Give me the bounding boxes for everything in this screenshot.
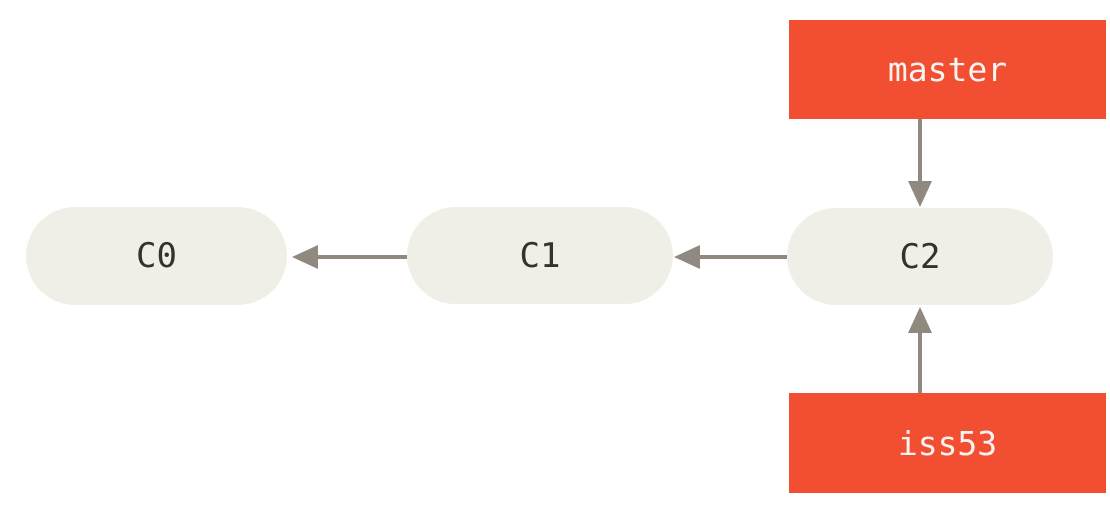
arrow-line	[318, 255, 407, 259]
commit-node-c1: C1	[407, 207, 673, 304]
branch-label-master: master	[789, 20, 1106, 119]
branch-name: iss53	[897, 423, 998, 463]
commit-node-c2: C2	[787, 208, 1053, 305]
arrowhead-left-icon	[292, 245, 318, 269]
arrow-line	[918, 333, 922, 393]
arrowhead-down-icon	[908, 181, 932, 207]
commit-node-c0: C0	[26, 207, 287, 305]
branch-name: master	[887, 50, 1008, 89]
arrow-line	[918, 119, 922, 181]
arrowhead-up-icon	[908, 307, 932, 333]
commit-label: C0	[136, 236, 177, 276]
branch-label-iss53: iss53	[789, 393, 1106, 493]
arrow-line	[700, 255, 787, 259]
commit-label: C2	[899, 236, 941, 277]
commit-label: C1	[519, 235, 561, 276]
arrowhead-left-icon	[674, 245, 700, 269]
